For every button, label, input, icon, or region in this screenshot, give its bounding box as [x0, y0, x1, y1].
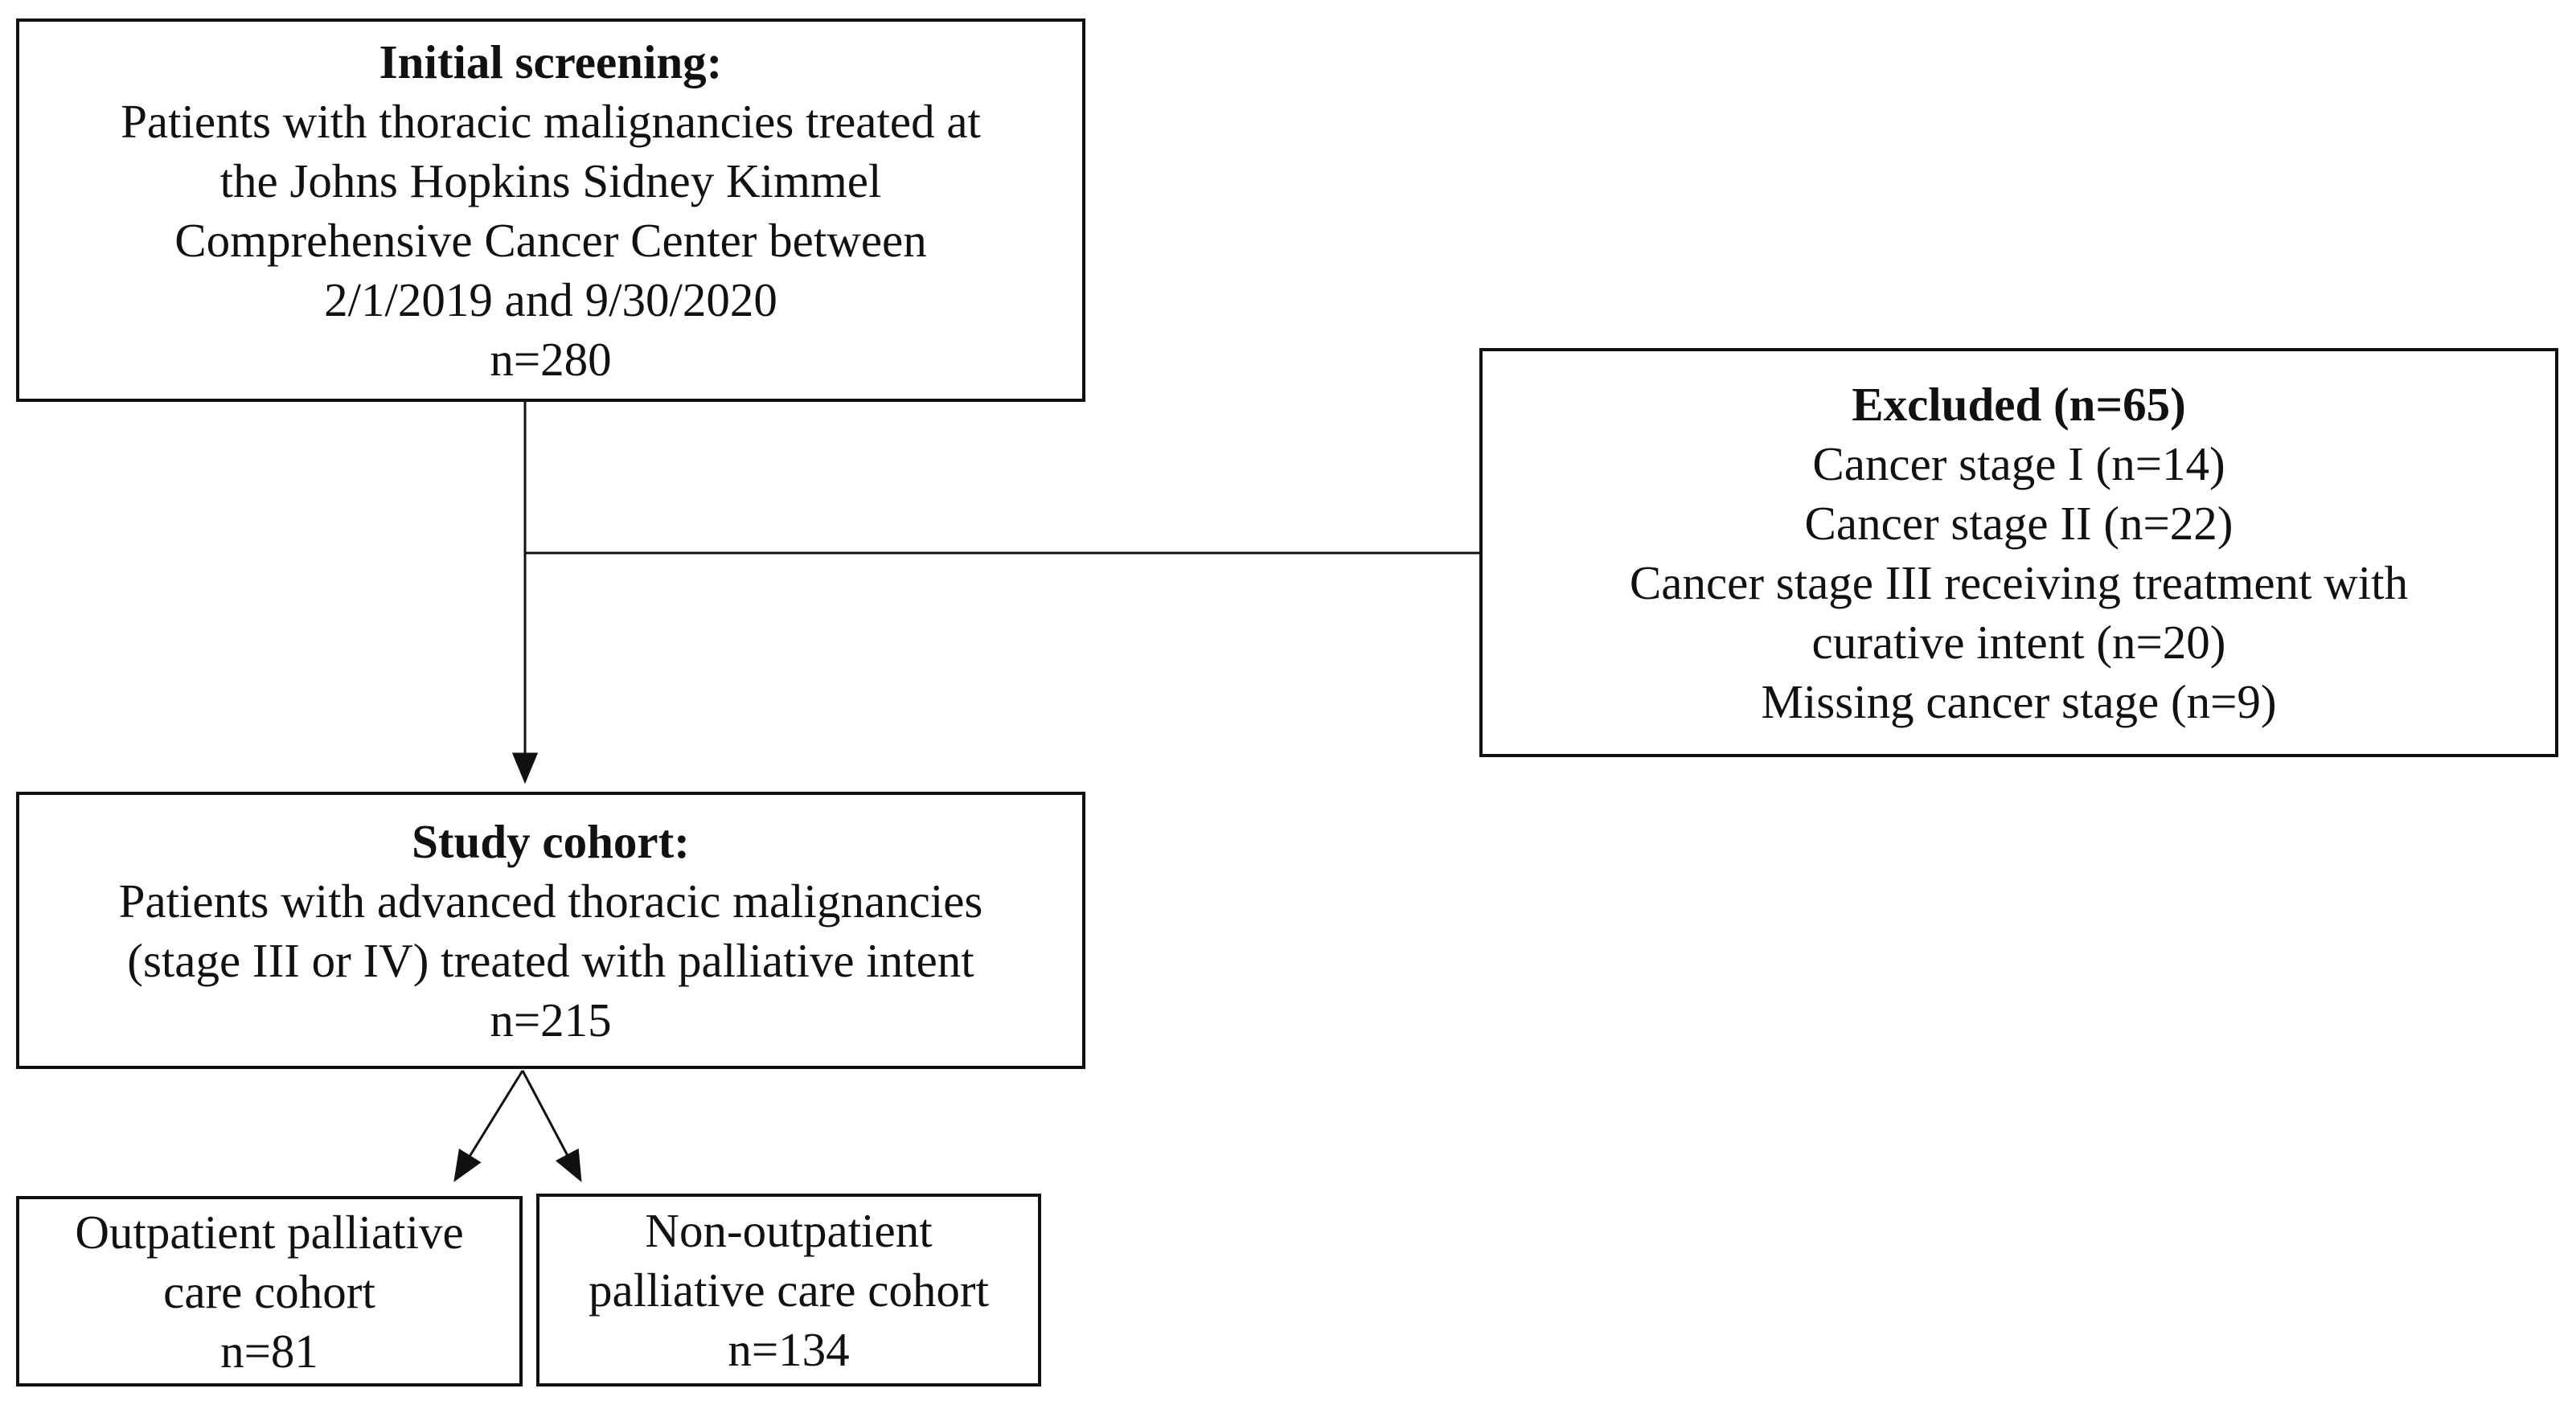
- initial-screening-box: Initial screening: Patients with thoraci…: [16, 18, 1085, 402]
- outpatient-cohort-box: Outpatient palliative care cohort n=81: [16, 1196, 523, 1386]
- excluded-reason-line: Cancer stage III receiving treatment wit…: [1629, 555, 2409, 609]
- initial-screening-count: n=280: [490, 332, 612, 386]
- outpatient-cohort-text-line: Outpatient palliative: [75, 1205, 464, 1259]
- non-outpatient-cohort-box: Non-outpatient palliative care cohort n=…: [536, 1194, 1041, 1386]
- connector-study-to-outpatient-arrow: [453, 1070, 524, 1182]
- excluded-title: Excluded (n=65): [1852, 377, 2186, 431]
- excluded-reason-line: Cancer stage I (n=14): [1812, 436, 2225, 490]
- initial-screening-text-line: Patients with thoracic malignancies trea…: [121, 94, 981, 148]
- connector-study-to-non-outpatient-arrow: [521, 1070, 582, 1182]
- non-outpatient-cohort-text-line: palliative care cohort: [589, 1264, 989, 1317]
- excluded-box: Excluded (n=65) Cancer stage I (n=14) Ca…: [1479, 348, 2558, 757]
- initial-screening-text-line: Comprehensive Cancer Center between: [174, 213, 927, 267]
- initial-screening-title: Initial screening:: [379, 35, 723, 88]
- excluded-reason-line: Cancer stage II (n=22): [1804, 496, 2233, 550]
- study-cohort-text-line: (stage III or IV) treated with palliativ…: [127, 933, 974, 987]
- excluded-reason-line: Missing cancer stage (n=9): [1761, 674, 2277, 728]
- study-cohort-text-line: Patients with advanced thoracic malignan…: [118, 874, 983, 928]
- initial-screening-text-line: 2/1/2019 and 9/30/2020: [324, 272, 777, 326]
- study-cohort-count: n=215: [490, 993, 612, 1047]
- outpatient-cohort-text-line: care cohort: [163, 1264, 375, 1318]
- study-cohort-title: Study cohort:: [412, 814, 690, 868]
- study-cohort-box: Study cohort: Patients with advanced tho…: [16, 792, 1085, 1069]
- outpatient-cohort-count: n=81: [220, 1324, 318, 1378]
- excluded-reason-line: curative intent (n=20): [1811, 615, 2226, 669]
- initial-screening-text-line: the Johns Hopkins Sidney Kimmel: [219, 154, 882, 207]
- non-outpatient-cohort-count: n=134: [728, 1323, 850, 1376]
- non-outpatient-cohort-text-line: Non-outpatient: [645, 1204, 933, 1257]
